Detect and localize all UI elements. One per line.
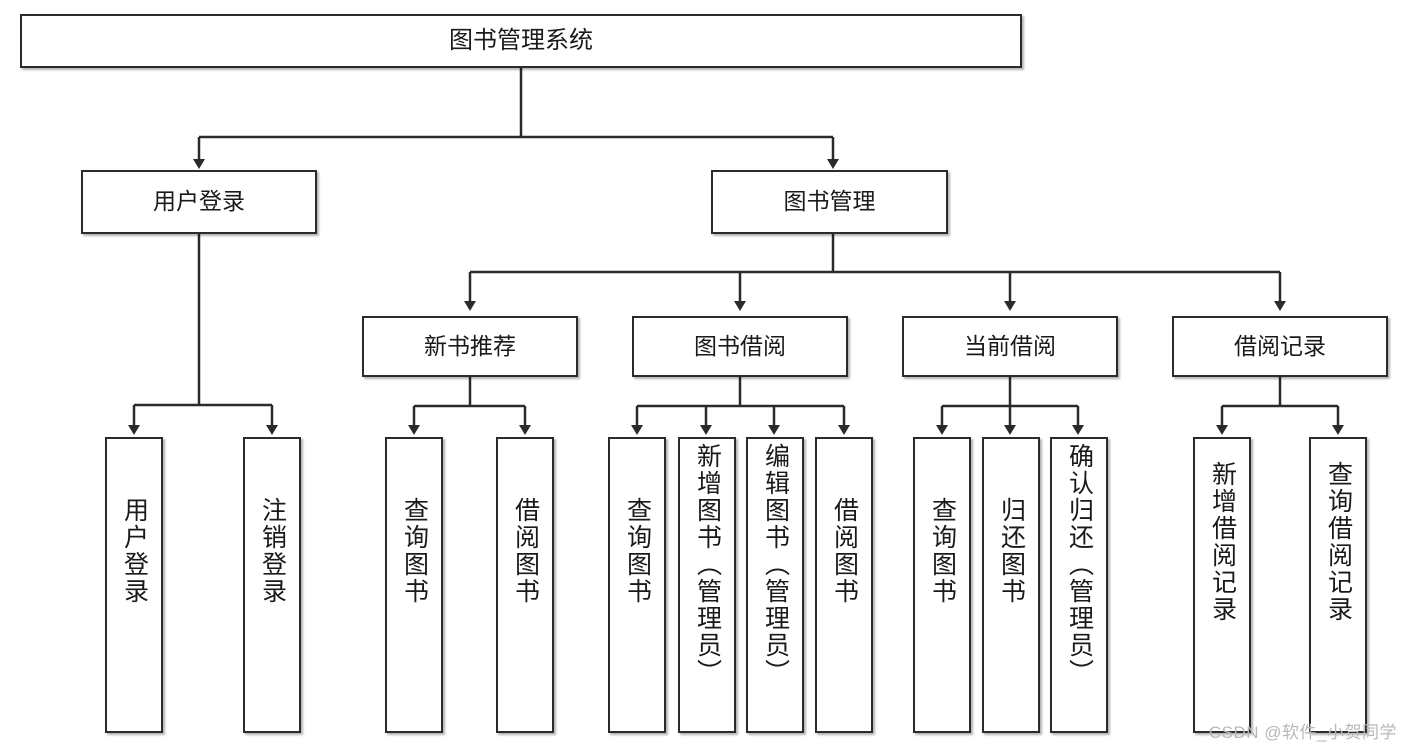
- leaf-borrow-book-1[interactable]: 借阅图书: [496, 437, 554, 733]
- node-label: 查询图书: [928, 497, 957, 605]
- leaf-borrow-book-2[interactable]: 借阅图书: [815, 437, 873, 733]
- leaf-query-record[interactable]: 查询借阅记录: [1309, 437, 1367, 733]
- node-current-borrow[interactable]: 当前借阅: [902, 316, 1118, 377]
- node-label: 归还图书: [997, 497, 1026, 605]
- node-borrow-record[interactable]: 借阅记录: [1172, 316, 1388, 377]
- node-label: 注销登录: [258, 497, 287, 605]
- node-label: 用户登录: [153, 188, 245, 215]
- leaf-confirm-return[interactable]: 确认归还（管理员）: [1050, 437, 1108, 733]
- node-label: 图书管理系统: [449, 26, 593, 54]
- node-label: 查询图书: [400, 497, 429, 605]
- node-label: 查询借阅记录: [1324, 461, 1353, 623]
- node-label: 用户登录: [120, 497, 149, 605]
- node-user-login[interactable]: 用户登录: [81, 170, 317, 234]
- leaf-query-book-1[interactable]: 查询图书: [385, 437, 443, 733]
- node-label: 借阅图书: [511, 497, 540, 605]
- leaf-query-book-2[interactable]: 查询图书: [608, 437, 666, 733]
- node-label: 新增图书（管理员）: [693, 443, 722, 686]
- node-root-system[interactable]: 图书管理系统: [20, 14, 1022, 68]
- leaf-add-book[interactable]: 新增图书（管理员）: [678, 437, 736, 733]
- leaf-query-book-3[interactable]: 查询图书: [913, 437, 971, 733]
- node-label: 确认归还（管理员）: [1065, 443, 1094, 686]
- leaf-edit-book[interactable]: 编辑图书（管理员）: [746, 437, 804, 733]
- node-label: 图书借阅: [694, 332, 786, 359]
- node-label: 借阅图书: [830, 497, 859, 605]
- node-label: 图书管理: [783, 188, 876, 215]
- node-label: 新增借阅记录: [1208, 461, 1237, 623]
- node-book-manage[interactable]: 图书管理: [711, 170, 948, 234]
- leaf-add-record[interactable]: 新增借阅记录: [1193, 437, 1251, 733]
- leaf-user-login[interactable]: 用户登录: [105, 437, 163, 733]
- node-label: 当前借阅: [964, 332, 1056, 359]
- node-new-book-recommend[interactable]: 新书推荐: [362, 316, 578, 377]
- leaf-logout-login[interactable]: 注销登录: [243, 437, 301, 733]
- node-book-borrow[interactable]: 图书借阅: [632, 316, 848, 377]
- node-label: 查询图书: [623, 497, 652, 605]
- leaf-return-book[interactable]: 归还图书: [982, 437, 1040, 733]
- node-label: 编辑图书（管理员）: [761, 443, 790, 686]
- node-label: 新书推荐: [424, 332, 516, 359]
- node-label: 借阅记录: [1234, 332, 1326, 359]
